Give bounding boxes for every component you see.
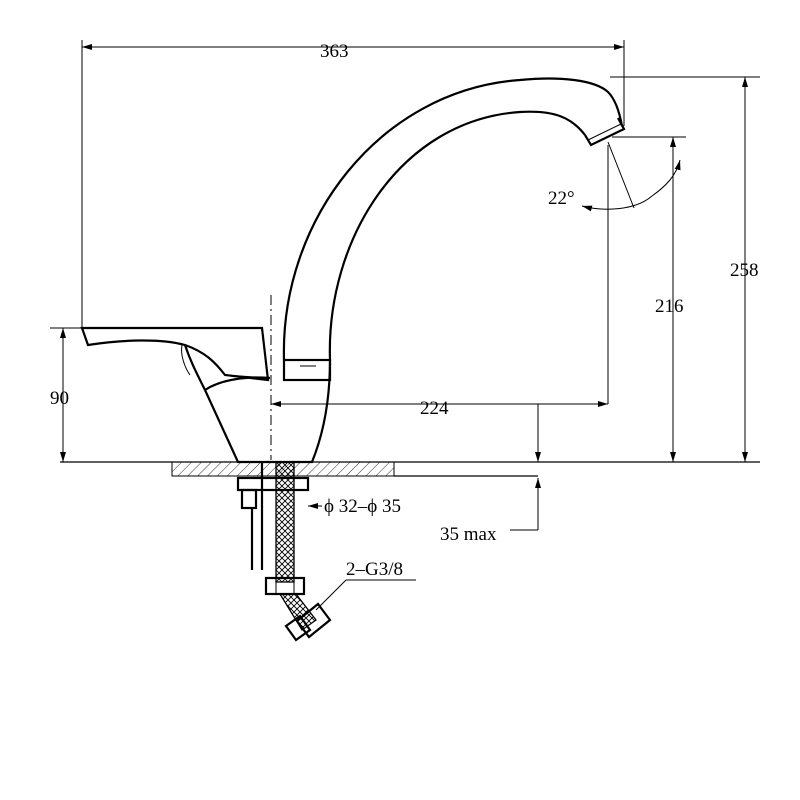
faucet-body xyxy=(204,77,626,464)
dimension-max-thickness: 35 max xyxy=(440,404,541,545)
dim-label-aerator-angle: 22° xyxy=(548,188,575,209)
mounting-hardware xyxy=(236,461,332,642)
dimension-aerator-angle: 22° xyxy=(548,141,681,212)
callout-connection: 2–G3/8 xyxy=(315,559,416,611)
dimension-overall-height: 258 xyxy=(610,76,760,462)
dim-label-mounting-hole: ϕ 32–ϕ 35 xyxy=(324,496,401,517)
dim-label-spout-height: 216 xyxy=(655,296,684,317)
dimension-spout-reach: 224 xyxy=(271,145,609,419)
dim-label-max-thickness: 35 max xyxy=(440,524,497,545)
dimension-mounting-hole: ϕ 32–ϕ 35 xyxy=(308,496,401,517)
dim-label-handle-height: 90 xyxy=(50,388,69,409)
dimension-overall-length: 363 xyxy=(81,40,625,328)
handle-lever xyxy=(80,326,271,391)
dimension-spout-height: 216 xyxy=(612,136,686,462)
dim-label-overall-length: 363 xyxy=(320,41,349,62)
dim-label-spout-reach: 224 xyxy=(420,398,449,419)
dimension-handle-height: 90 xyxy=(50,327,82,462)
countertop xyxy=(60,461,760,477)
dim-label-connection: 2–G3/8 xyxy=(346,559,403,580)
dim-label-overall-height: 258 xyxy=(730,260,759,281)
